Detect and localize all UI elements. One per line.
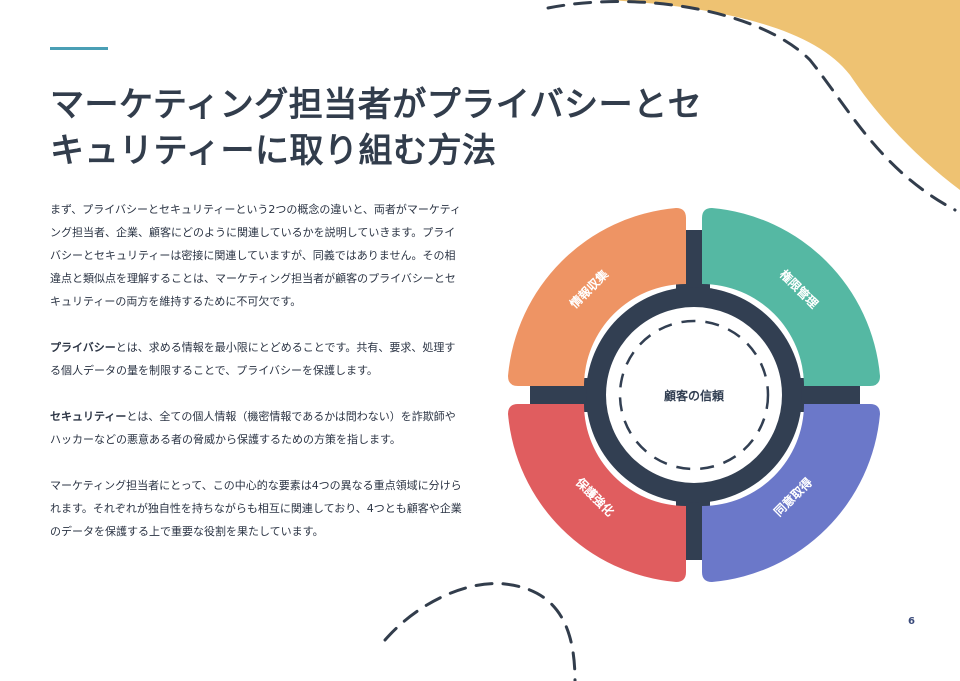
yellow-blob-shape — [610, 0, 960, 190]
quadrant-protection-enhancement — [508, 404, 686, 582]
security-term: セキュリティー — [50, 410, 127, 423]
quadrant-consent-acquisition — [702, 404, 880, 582]
trust-cycle-diagram: 顧客の信頼 情報収集 権限管理 同意取得 保護強化 — [508, 208, 880, 582]
center-dashed-ring — [618, 319, 770, 471]
quadrant-information-collection — [508, 208, 686, 386]
privacy-paragraph: プライバシーとは、求める情報を最小限にとどめることです。共有、要求、処理する個人… — [50, 336, 465, 382]
center-label: 顧客の信頼 — [664, 388, 725, 403]
title-accent-line — [50, 47, 108, 50]
dashed-curve-top — [546, 0, 957, 212]
security-paragraph: セキュリティーとは、全ての個人情報（機密情報であるかは問わない）を詐欺師やハッカ… — [50, 405, 465, 451]
dashed-curve-bottom — [383, 581, 577, 681]
body-text: まず、プライバシーとセキュリティーという2つの概念の違いと、両者がマーケティング… — [50, 198, 465, 566]
closing-paragraph: マーケティング担当者にとって、この中心的な要素は4つの異なる重点領域に分けられま… — [50, 479, 462, 538]
page-number: 6 — [908, 616, 915, 627]
intro-paragraph: まず、プライバシーとセキュリティーという2つの概念の違いと、両者がマーケティング… — [50, 203, 462, 308]
privacy-definition: とは、求める情報を最小限にとどめることです。共有、要求、処理する個人データの量を… — [50, 341, 456, 377]
privacy-term: プライバシー — [50, 341, 116, 354]
quadrant-permission-management — [702, 208, 880, 386]
center-circle — [606, 307, 782, 483]
page-title: マーケティング担当者がプライバシーとセキュリティーに取り組む方法 — [50, 85, 703, 171]
security-definition: とは、全ての個人情報（機密情報であるかは問わない）を詐欺師やハッカーなどの悪意あ… — [50, 410, 456, 446]
